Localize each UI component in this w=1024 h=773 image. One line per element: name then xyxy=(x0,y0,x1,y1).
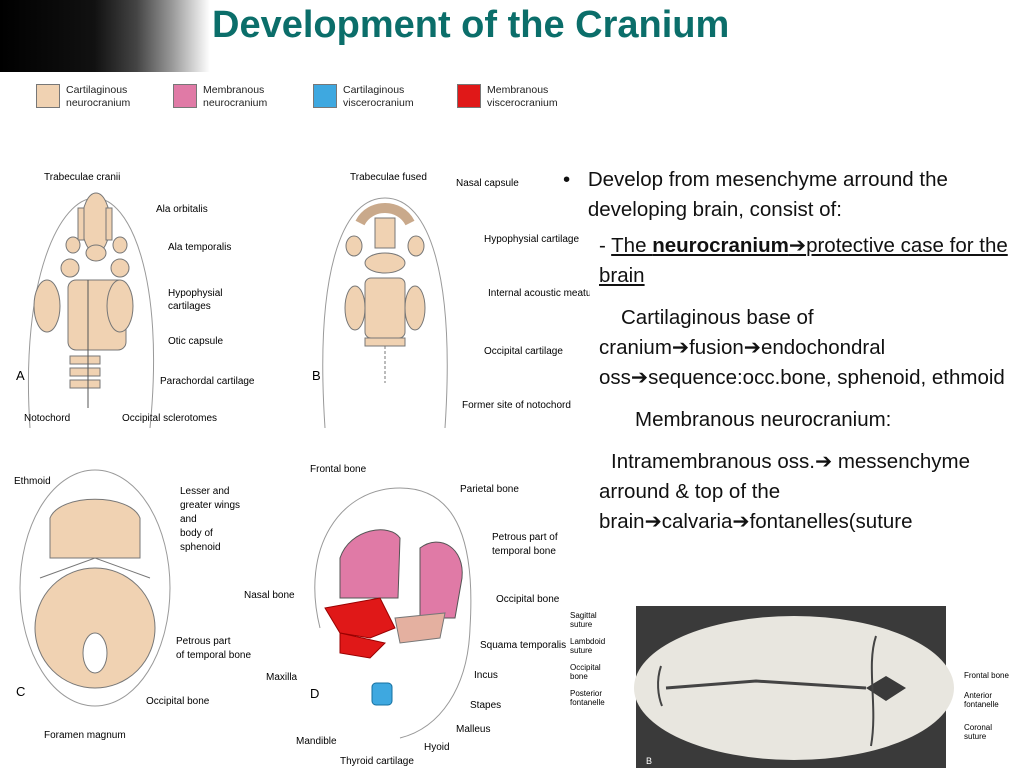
label-fontanelle: fontanelle xyxy=(964,700,999,709)
label-hypophysial: Hypophysial xyxy=(168,288,222,299)
slide-title: Development of the Cranium xyxy=(212,4,730,46)
label-thyroid-cartilage: Thyroid cartilage xyxy=(340,756,414,767)
dash-prefix: - xyxy=(599,234,612,257)
label-hypophysial-cartilage: Hypophysial cartilage xyxy=(484,234,579,245)
label-anterior: Anterior xyxy=(964,691,992,700)
paragraph-intramembranous: Intramembranous oss.➔ messenchyme arroun… xyxy=(599,450,970,533)
neurocranium-definition: protective case for the brain xyxy=(599,234,1008,287)
panel-d: Frontal bone Parietal bone Petrous part … xyxy=(244,464,566,767)
label-sagittal: Sagittal xyxy=(570,611,597,620)
cranium-diagrams: Trabeculae cranii Ala orbitalis Ala temp… xyxy=(14,172,590,767)
label-fontanelle: fontanelle xyxy=(570,698,605,707)
panel-letter-b: B xyxy=(312,368,321,383)
label-coronal: Coronal xyxy=(964,723,992,732)
label-cartilages: cartilages xyxy=(168,301,211,312)
label-parachordal-cartilage: Parachordal cartilage xyxy=(160,376,255,387)
label-suture: suture xyxy=(570,620,593,629)
legend-label: Cartilaginous xyxy=(66,84,128,96)
label-petrous-part: Petrous part xyxy=(176,636,231,647)
legend-swatch xyxy=(457,84,481,108)
label-suture: suture xyxy=(964,732,987,741)
label-maxilla: Maxilla xyxy=(266,672,298,683)
panel-c: Ethmoid Lesser and greater wings and bod… xyxy=(14,469,251,741)
legend-label: Membranous xyxy=(487,84,549,96)
label-mandible: Mandible xyxy=(296,736,337,747)
label-sphenoid: sphenoid xyxy=(180,542,221,553)
label-temporal-bone: temporal bone xyxy=(492,546,556,557)
panel-letter-d: D xyxy=(310,686,319,701)
legend-label: viscerocranium xyxy=(487,97,558,109)
label-hyoid: Hyoid xyxy=(424,742,450,753)
corner-texture xyxy=(0,0,210,72)
label-malleus: Malleus xyxy=(456,724,490,735)
paragraph-membranous-heading: Membranous neurocranium: xyxy=(635,408,892,431)
label-otic-capsule: Otic capsule xyxy=(168,336,223,347)
label-and: and xyxy=(180,514,197,525)
legend-label: viscerocranium xyxy=(343,97,414,109)
label-foramen-magnum: Foramen magnum xyxy=(44,730,126,741)
the-word: The xyxy=(611,234,653,257)
skull-photo: Sagittal suture Lambdoid suture Occipita… xyxy=(570,606,1009,768)
label-trabeculae-cranii: Trabeculae cranii xyxy=(44,172,120,183)
label-former-notochord: Former site of notochord xyxy=(462,400,571,411)
label-bone: bone xyxy=(570,672,588,681)
label-of-temporal-bone: of temporal bone xyxy=(176,650,251,661)
label-petrous-part-of: Petrous part of xyxy=(492,532,558,543)
photo-letter: B xyxy=(646,756,652,766)
legend-label: neurocranium xyxy=(66,97,131,109)
label-notochord: Notochord xyxy=(24,413,70,424)
panel-b: Trabeculae fused Nasal capsule Hypophysi… xyxy=(312,172,590,429)
label-nasal-capsule: Nasal capsule xyxy=(456,178,519,189)
arrow-icon: ➔ xyxy=(788,234,807,257)
label-trabeculae-fused: Trabeculae fused xyxy=(350,172,427,183)
label-frontal-bone: Frontal bone xyxy=(310,464,367,475)
label-stapes: Stapes xyxy=(470,700,501,711)
label-body-of: body of xyxy=(180,528,213,539)
legend-swatch xyxy=(36,84,60,108)
slide-body-text: • Develop from mesenchyme arround the de… xyxy=(563,165,1015,537)
label-parietal-bone: Parietal bone xyxy=(460,484,519,495)
label-squama-temporalis: Squama temporalis xyxy=(480,640,566,651)
neurocranium-term: neurocranium xyxy=(652,234,789,257)
label-occipital-bone-c: Occipital bone xyxy=(146,696,210,707)
bullet-item: • Develop from mesenchyme arround the de… xyxy=(563,165,1015,225)
label-ala-orbitalis: Ala orbitalis xyxy=(156,204,208,215)
paragraph-intro: Develop from mesenchyme arround the deve… xyxy=(587,168,948,221)
label-occipital-bone-d: Occipital bone xyxy=(496,594,560,605)
skull-photo-panel: Sagittal suture Lambdoid suture Occipita… xyxy=(566,606,1024,768)
panel-letter-c: C xyxy=(16,684,25,699)
paragraph-neurocranium: - The neurocranium➔protective case for t… xyxy=(563,231,1015,291)
legend-label: neurocranium xyxy=(203,97,268,109)
label-lesser-and: Lesser and xyxy=(180,486,229,497)
label-posterior: Posterior xyxy=(570,689,602,698)
label-ethmoid: Ethmoid xyxy=(14,476,51,487)
label-incus: Incus xyxy=(474,670,498,681)
label-suture: suture xyxy=(570,646,593,655)
label-frontal-bone-photo: Frontal bone xyxy=(964,671,1009,680)
label-internal-acoustic-meatus: Internal acoustic meatus xyxy=(488,288,590,299)
paragraph-cartilaginous-base: Cartilaginous base of cranium➔fusion➔end… xyxy=(599,306,1005,389)
label-ala-temporalis: Ala temporalis xyxy=(168,242,231,253)
panel-a: Trabeculae cranii Ala orbitalis Ala temp… xyxy=(16,172,255,429)
label-lambdoid: Lambdoid xyxy=(570,637,605,646)
label-nasal-bone: Nasal bone xyxy=(244,590,295,601)
label-greater-wings: greater wings xyxy=(180,500,240,511)
bullet-marker: • xyxy=(563,168,571,191)
legend-label: Membranous xyxy=(203,84,265,96)
label-occipital: Occipital xyxy=(570,663,601,672)
legend-swatch xyxy=(313,84,337,108)
legend-label: Cartilaginous xyxy=(343,84,405,96)
legend-swatch xyxy=(173,84,197,108)
label-occipital-cartilage: Occipital cartilage xyxy=(484,346,563,357)
panel-letter-a: A xyxy=(16,368,25,383)
label-occipital-sclerotomes: Occipital sclerotomes xyxy=(122,413,217,424)
